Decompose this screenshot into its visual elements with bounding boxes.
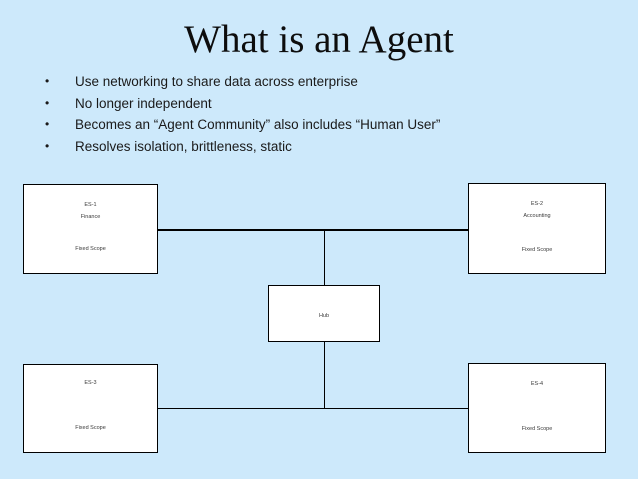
bullet-text: Resolves isolation, brittleness, static xyxy=(75,138,292,154)
node-footer: Fixed Scope xyxy=(75,425,106,431)
node-label-line: ES-3 xyxy=(84,380,97,386)
list-item: • Becomes an “Agent Community” also incl… xyxy=(0,114,638,136)
node-footer: Fixed Scope xyxy=(75,246,106,252)
bullet-text: Becomes an “Agent Community” also includ… xyxy=(75,117,441,132)
connector-es3-es4 xyxy=(158,407,468,409)
node-label: ES-3 xyxy=(24,377,157,389)
diagram-node-hub: Hub xyxy=(268,285,380,342)
node-label: Hub xyxy=(269,310,379,322)
connector-hub-bus xyxy=(323,341,325,409)
node-label-line: ES-1 xyxy=(84,202,97,208)
node-footer: Fixed Scope xyxy=(521,247,553,253)
list-item: • Resolves isolation, brittleness, stati… xyxy=(0,136,638,158)
diagram-node-es3: ES-3 Fixed Scope xyxy=(23,364,158,453)
bullet-icon: • xyxy=(45,74,50,88)
slide-title: What is an Agent xyxy=(184,18,454,61)
diagram-node-es4: ES-4 Fixed Scope xyxy=(468,363,606,453)
node-label-line: ES-2 xyxy=(530,201,544,207)
node-label: ES-4 xyxy=(469,378,605,390)
node-footer: Fixed Scope xyxy=(521,426,553,432)
connector-es1-es2 xyxy=(158,229,468,231)
diagram-node-es2: ES-2 Accounting Fixed Scope xyxy=(468,183,606,274)
bullet-text: Use networking to share data across ente… xyxy=(75,74,358,89)
connector-bus-hub xyxy=(323,229,325,286)
bullet-icon: • xyxy=(45,95,50,110)
list-item: • Use networking to share data across en… xyxy=(0,71,638,93)
node-label-line: Accounting xyxy=(523,213,551,219)
diagram-node-es1: ES-1 Finance Fixed Scope xyxy=(23,184,158,274)
bullet-list: • Use networking to share data across en… xyxy=(0,71,638,157)
node-label-line: Hub xyxy=(318,313,330,319)
bullet-icon: • xyxy=(45,138,50,153)
node-label: ES-1 Finance xyxy=(24,199,157,223)
bullet-text: No longer independent xyxy=(75,95,212,111)
node-label: ES-2 Accounting xyxy=(469,198,605,222)
node-label-line: Finance xyxy=(80,214,101,220)
node-label-line: ES-4 xyxy=(530,381,544,387)
bullet-icon: • xyxy=(45,117,50,131)
list-item: • No longer independent xyxy=(0,93,638,115)
